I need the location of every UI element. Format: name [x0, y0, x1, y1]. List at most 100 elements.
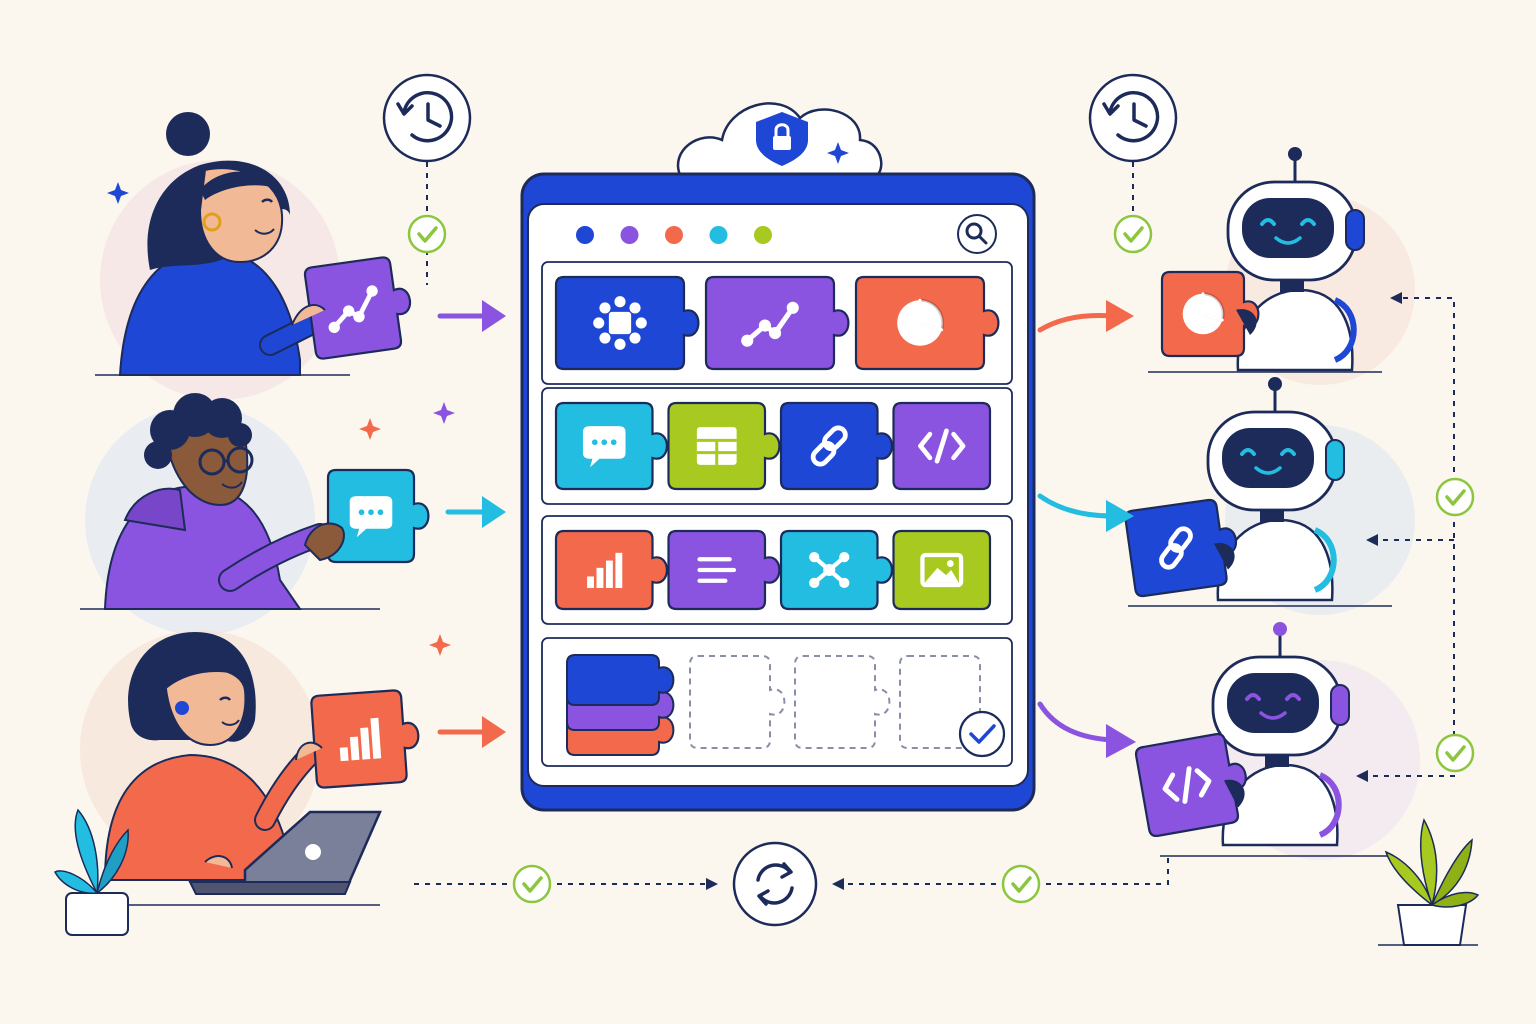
pie-chart-icon	[897, 298, 945, 346]
sparkle-icon	[107, 182, 129, 204]
pie-chart-icon	[1182, 292, 1225, 335]
puzzle-piece-trend-line[interactable]	[303, 254, 416, 360]
puzzle-piece-pie-chart[interactable]	[1160, 270, 1260, 358]
puzzle-piece-bar-chart[interactable]	[554, 529, 668, 611]
puzzle-piece-hub[interactable]	[554, 275, 700, 371]
link-icon	[1159, 526, 1193, 570]
check-icon	[522, 876, 543, 893]
puzzle-piece-network[interactable]	[779, 529, 893, 611]
window-dot	[709, 226, 728, 244]
bar-chart-icon	[587, 552, 623, 589]
check-icon	[1123, 226, 1144, 243]
person-woman-bun	[118, 112, 341, 376]
window-dot	[754, 226, 772, 244]
complete-check-badge	[958, 710, 1006, 758]
link-icon	[810, 425, 848, 467]
sync-button[interactable]	[732, 841, 818, 927]
puzzle-piece-table[interactable]	[667, 401, 781, 491]
trend-line-icon	[328, 285, 378, 334]
check-badge	[1001, 864, 1041, 904]
trend-line-icon	[741, 301, 799, 347]
puzzle-piece-link[interactable]	[779, 401, 893, 491]
contributor-1	[95, 112, 416, 400]
check-icon	[1011, 876, 1032, 893]
window-dot	[576, 226, 594, 244]
bar-chart-icon	[339, 717, 382, 762]
apple-logo-icon	[305, 844, 321, 860]
distribution-arrows	[1037, 300, 1136, 758]
puzzle-piece-pie-chart[interactable]	[854, 275, 1000, 371]
stacked-pieces	[566, 654, 675, 756]
check-icon	[1445, 745, 1466, 762]
ai-agents	[1124, 147, 1365, 847]
contributor-3	[70, 630, 451, 906]
shelf-3	[541, 515, 1013, 625]
image-icon	[920, 552, 964, 588]
empty-slot[interactable]	[794, 655, 891, 749]
person-woman-laptop	[103, 632, 321, 881]
search-icon	[965, 222, 988, 245]
search-button[interactable]	[957, 214, 997, 254]
arrow-purple	[437, 300, 506, 332]
laptop	[188, 810, 382, 895]
check-badge	[1113, 214, 1153, 254]
shield-lock-icon	[756, 112, 808, 166]
arrow-orange	[437, 716, 506, 748]
sparkle-icon	[429, 634, 451, 656]
empty-slot[interactable]	[689, 655, 786, 749]
check-marks	[407, 214, 1475, 904]
plant-left	[53, 808, 129, 936]
code-icon	[1162, 766, 1212, 804]
sync-icon	[756, 862, 794, 906]
shelf-2	[541, 387, 1013, 505]
shelf-1	[541, 261, 1013, 385]
history-button-left[interactable]	[382, 73, 472, 163]
new-component-shelf	[541, 637, 1013, 767]
person-man-glasses	[103, 393, 332, 610]
puzzle-piece-trend-line[interactable]	[704, 275, 850, 371]
cloud-security	[676, 102, 883, 177]
robot-agent-3	[1134, 622, 1350, 847]
table-icon	[696, 427, 737, 465]
arrow-cyan	[445, 496, 506, 528]
chat-icon	[349, 496, 393, 538]
chat-icon	[582, 426, 626, 468]
history-icon	[396, 90, 454, 143]
sparkle-icon	[827, 142, 849, 164]
window-dot	[620, 226, 639, 244]
puzzle-piece-code[interactable]	[1134, 730, 1253, 838]
robot-agent-2	[1124, 377, 1345, 602]
code-icon	[918, 428, 966, 464]
window-dot	[665, 226, 683, 244]
puzzle-piece-bar-chart[interactable]	[310, 689, 422, 789]
check-badge	[512, 864, 552, 904]
sparkle-icon	[359, 418, 381, 440]
puzzle-piece-link[interactable]	[1124, 497, 1241, 598]
contribution-arrows	[437, 300, 506, 748]
check-badge	[1435, 477, 1475, 517]
loop-arrowheads	[706, 292, 1402, 890]
network-icon	[809, 551, 850, 589]
check-badge	[407, 214, 447, 254]
puzzle-piece-chat[interactable]	[554, 401, 668, 491]
plant-right	[1378, 818, 1480, 946]
window-controls	[576, 226, 772, 244]
history-icon	[1102, 90, 1160, 143]
robot-agent-1	[1160, 147, 1365, 372]
check-badge	[1435, 733, 1475, 773]
library-shelves	[541, 261, 1013, 625]
puzzle-piece-image[interactable]	[892, 529, 992, 611]
puzzle-piece-text-lines[interactable]	[667, 529, 781, 611]
history-button-right[interactable]	[1088, 73, 1178, 163]
feedback-loop	[414, 297, 1455, 885]
check-icon	[969, 724, 996, 744]
hub-icon	[593, 296, 647, 350]
puzzle-piece-chat[interactable]	[326, 468, 430, 564]
sparkle-icon	[433, 402, 455, 424]
contributor-2	[80, 393, 455, 635]
check-icon	[417, 226, 438, 243]
puzzle-piece-code[interactable]	[892, 401, 992, 491]
text-lines-icon	[697, 557, 737, 583]
check-icon	[1445, 489, 1466, 506]
